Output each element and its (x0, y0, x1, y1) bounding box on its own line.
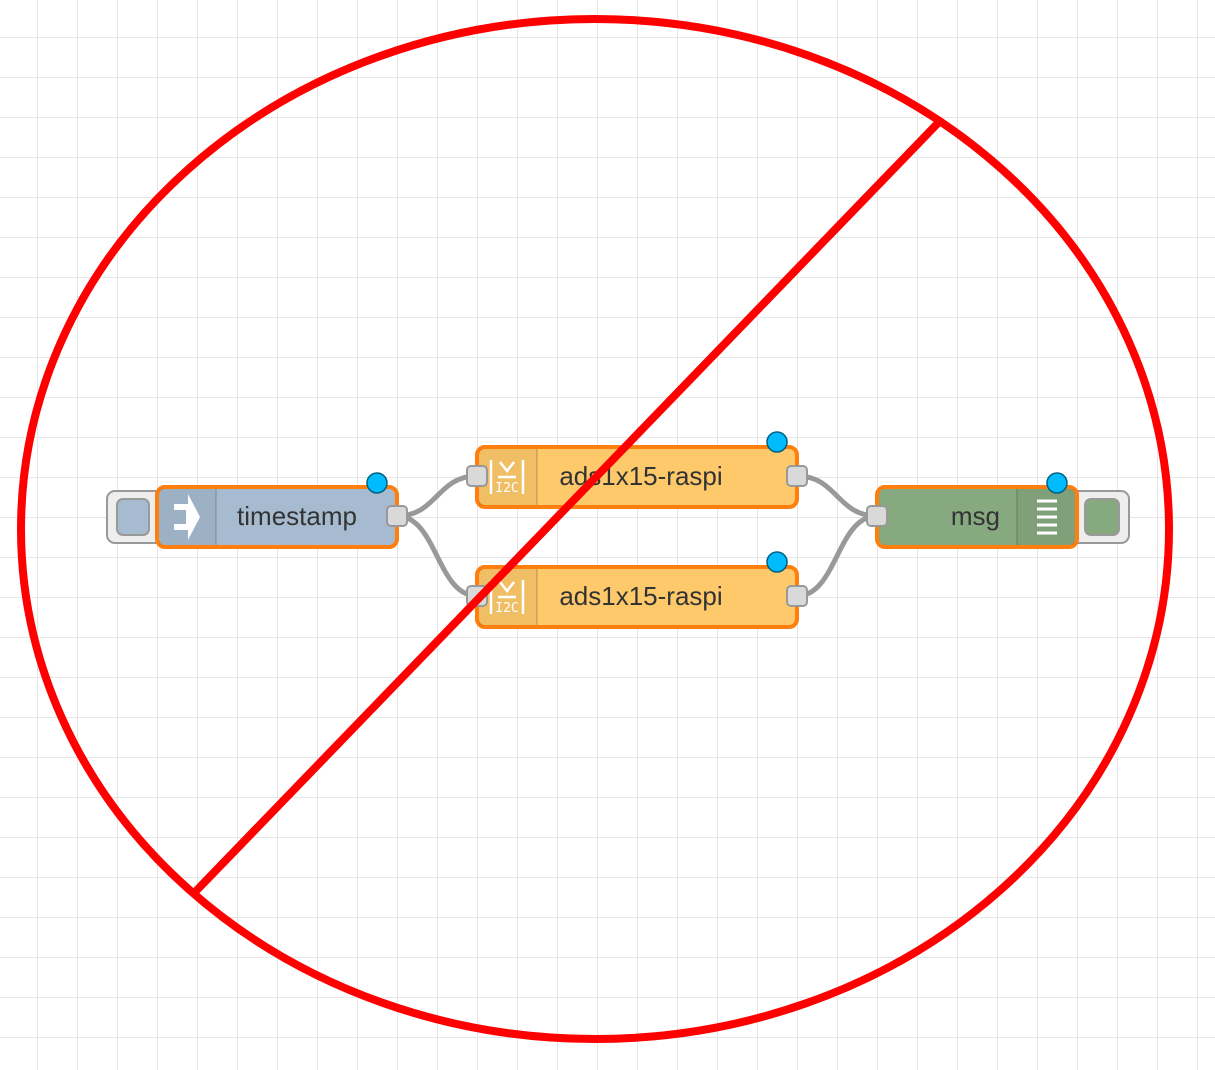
node-label-debug: msg (951, 501, 1000, 531)
ads1x15-node-1[interactable]: I2C ads1x15-raspi (466, 431, 808, 509)
inject-node[interactable]: timestamp (106, 472, 408, 549)
debug-list-icon (1037, 499, 1057, 535)
input-port[interactable] (866, 505, 888, 527)
i2c-chip-icon: I2C (489, 460, 525, 496)
prohibition-circle (17, 15, 1173, 1043)
i2c-chip-icon: I2C (489, 580, 525, 616)
wires (396, 473, 878, 599)
output-port[interactable] (386, 505, 408, 527)
changed-indicator (766, 551, 788, 573)
prohibition-sign-overlay (17, 15, 1173, 1043)
changed-indicator (1046, 472, 1068, 494)
changed-indicator (766, 431, 788, 453)
debug-node[interactable]: msg (866, 472, 1130, 549)
debug-toggle-face[interactable] (1084, 498, 1120, 536)
node-label-ads2: ads1x15-raspi (559, 581, 722, 611)
wire-ads1-debug[interactable] (796, 473, 878, 519)
svg-text:I2C: I2C (495, 601, 518, 616)
prohibition-slash (193, 120, 941, 894)
inject-button-face[interactable] (116, 498, 150, 536)
node-label-inject: timestamp (237, 501, 357, 531)
svg-text:I2C: I2C (495, 481, 518, 496)
input-port[interactable] (466, 465, 488, 487)
wire-ads2-debug[interactable] (796, 513, 878, 599)
changed-indicator (366, 472, 388, 494)
wire-inject-ads2[interactable] (396, 513, 478, 599)
output-port[interactable] (786, 465, 808, 487)
inject-arrow-icon (174, 494, 200, 540)
wire-inject-ads1[interactable] (396, 473, 478, 519)
output-port[interactable] (786, 585, 808, 607)
